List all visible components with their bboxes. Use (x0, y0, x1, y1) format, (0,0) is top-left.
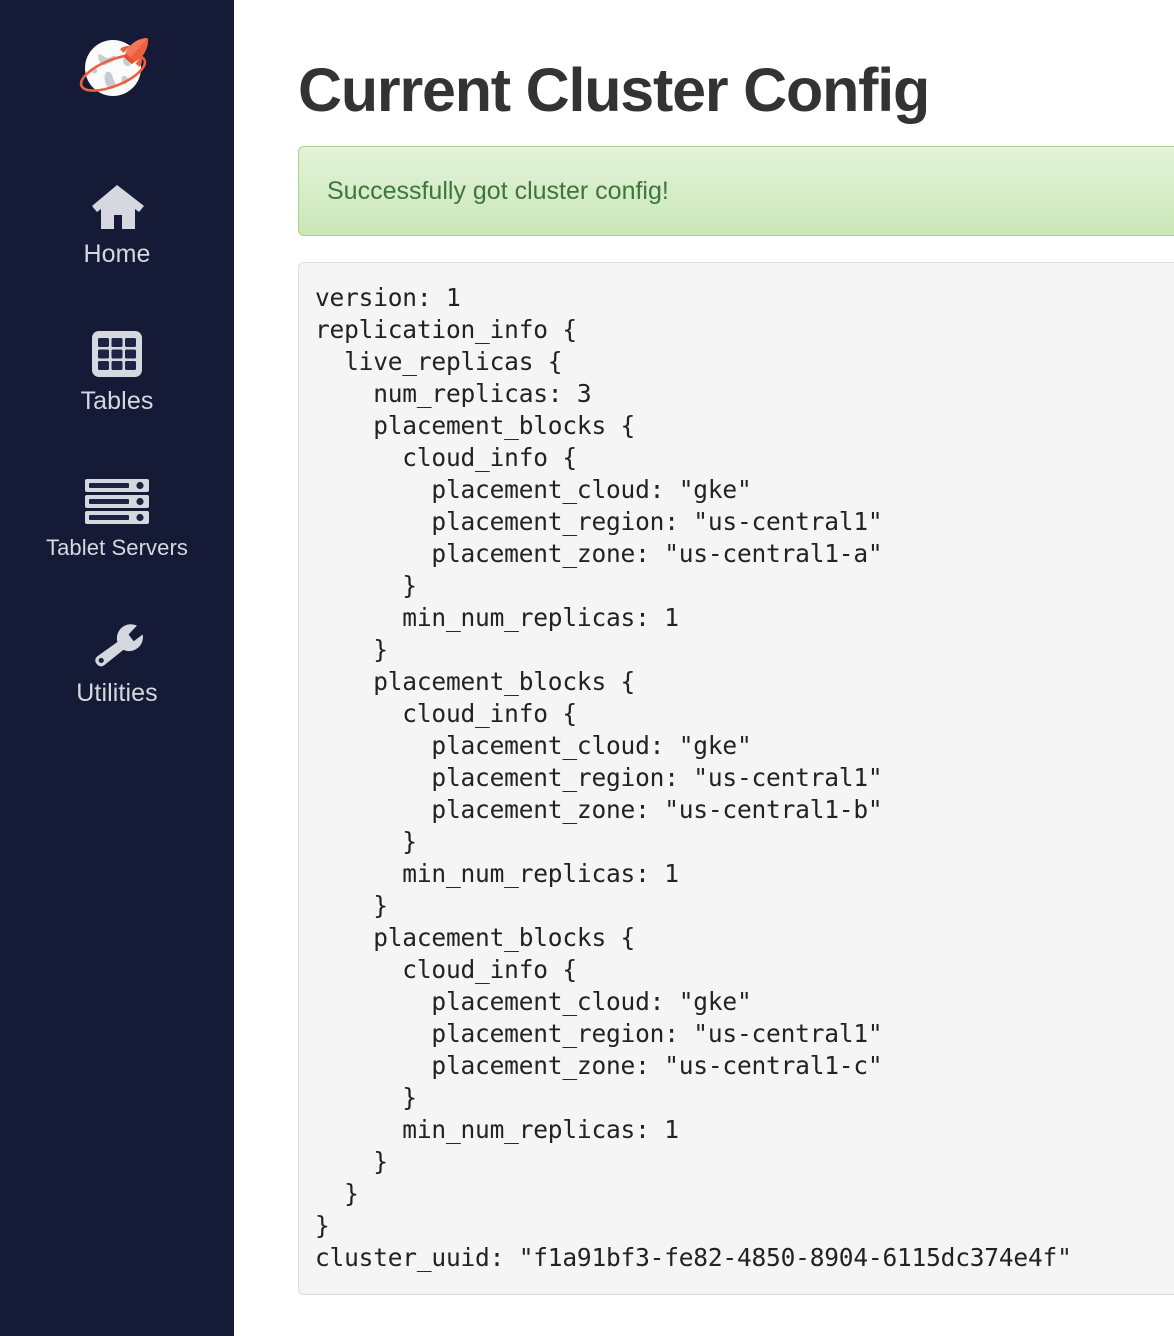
app-logo[interactable] (71, 26, 163, 118)
cluster-config-text: version: 1 replication_info { live_repli… (315, 283, 1072, 1273)
table-grid-icon (91, 323, 143, 379)
sidebar-item-tablet-servers[interactable]: Tablet Servers (0, 471, 234, 559)
server-stack-icon (84, 471, 150, 527)
sidebar-item-label-home: Home (83, 240, 151, 268)
main-content: Current Cluster Config Successfully got … (234, 0, 1174, 1336)
sidebar-item-label-tablet-servers: Tablet Servers (45, 534, 188, 560)
sidebar-item-label-utilities: Utilities (76, 678, 158, 707)
home-icon (89, 176, 145, 232)
sidebar-item-label-tables: Tables (80, 387, 154, 416)
sidebar-item-home[interactable]: Home (0, 176, 234, 267)
sidebar-item-tables[interactable]: Tables (0, 323, 234, 416)
sidebar-item-utilities[interactable]: Utilities (0, 615, 234, 706)
wrench-icon (89, 615, 145, 671)
globe-rocket-logo (79, 38, 148, 96)
cluster-config-panel: version: 1 replication_info { live_repli… (298, 262, 1174, 1296)
sidebar: Home (0, 0, 234, 1336)
page-title: Current Cluster Config (298, 56, 930, 124)
success-alert: Successfully got cluster config! (298, 146, 1174, 237)
success-alert-message: Successfully got cluster config! (327, 177, 669, 206)
